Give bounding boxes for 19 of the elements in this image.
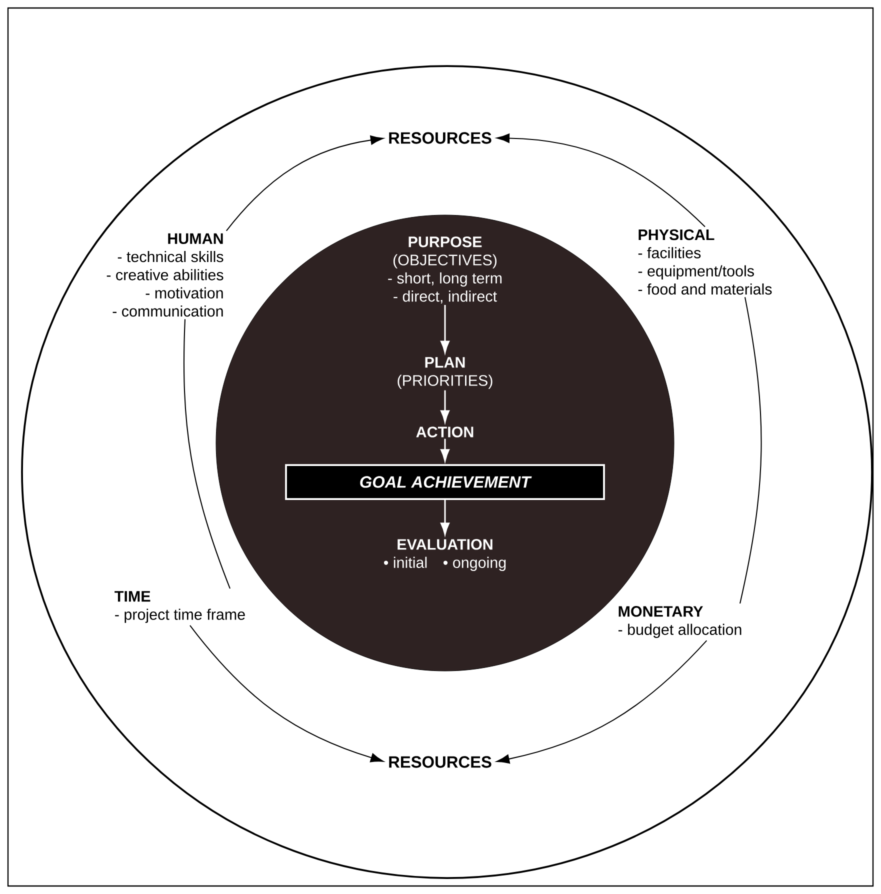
- arrow: [496, 134, 706, 228]
- step-label: PLAN (PRIORITIES): [398, 357, 492, 389]
- resource-group: MONETARY - budget allocation: [618, 606, 742, 638]
- step-label: PURPOSE (OBJECTIVES) - short, long term - direct, indirect: [388, 236, 502, 304]
- resource-group: HUMAN - technical skills - creative abilities - motivation - communication: [106, 233, 224, 317]
- arrow: [440, 390, 450, 422]
- resource-label: RESOURCES: [389, 756, 492, 768]
- resource-group: TIME - project time frame: [114, 591, 245, 623]
- arrow: [226, 135, 384, 232]
- arrow: [440, 500, 450, 535]
- step-label: EVALUATION • initial • ongoing: [384, 539, 506, 571]
- arrow: [496, 640, 708, 764]
- arrow: [440, 304, 450, 353]
- resource-label: RESOURCES: [389, 132, 492, 144]
- arrow: [440, 438, 450, 462]
- arrow: [190, 625, 384, 762]
- goal-box: GOAL ACHIEVEMENT: [285, 464, 605, 500]
- resource-group: PHYSICAL - facilities - equipment/tools - food and materials: [638, 229, 772, 295]
- step-label: ACTION: [416, 426, 474, 438]
